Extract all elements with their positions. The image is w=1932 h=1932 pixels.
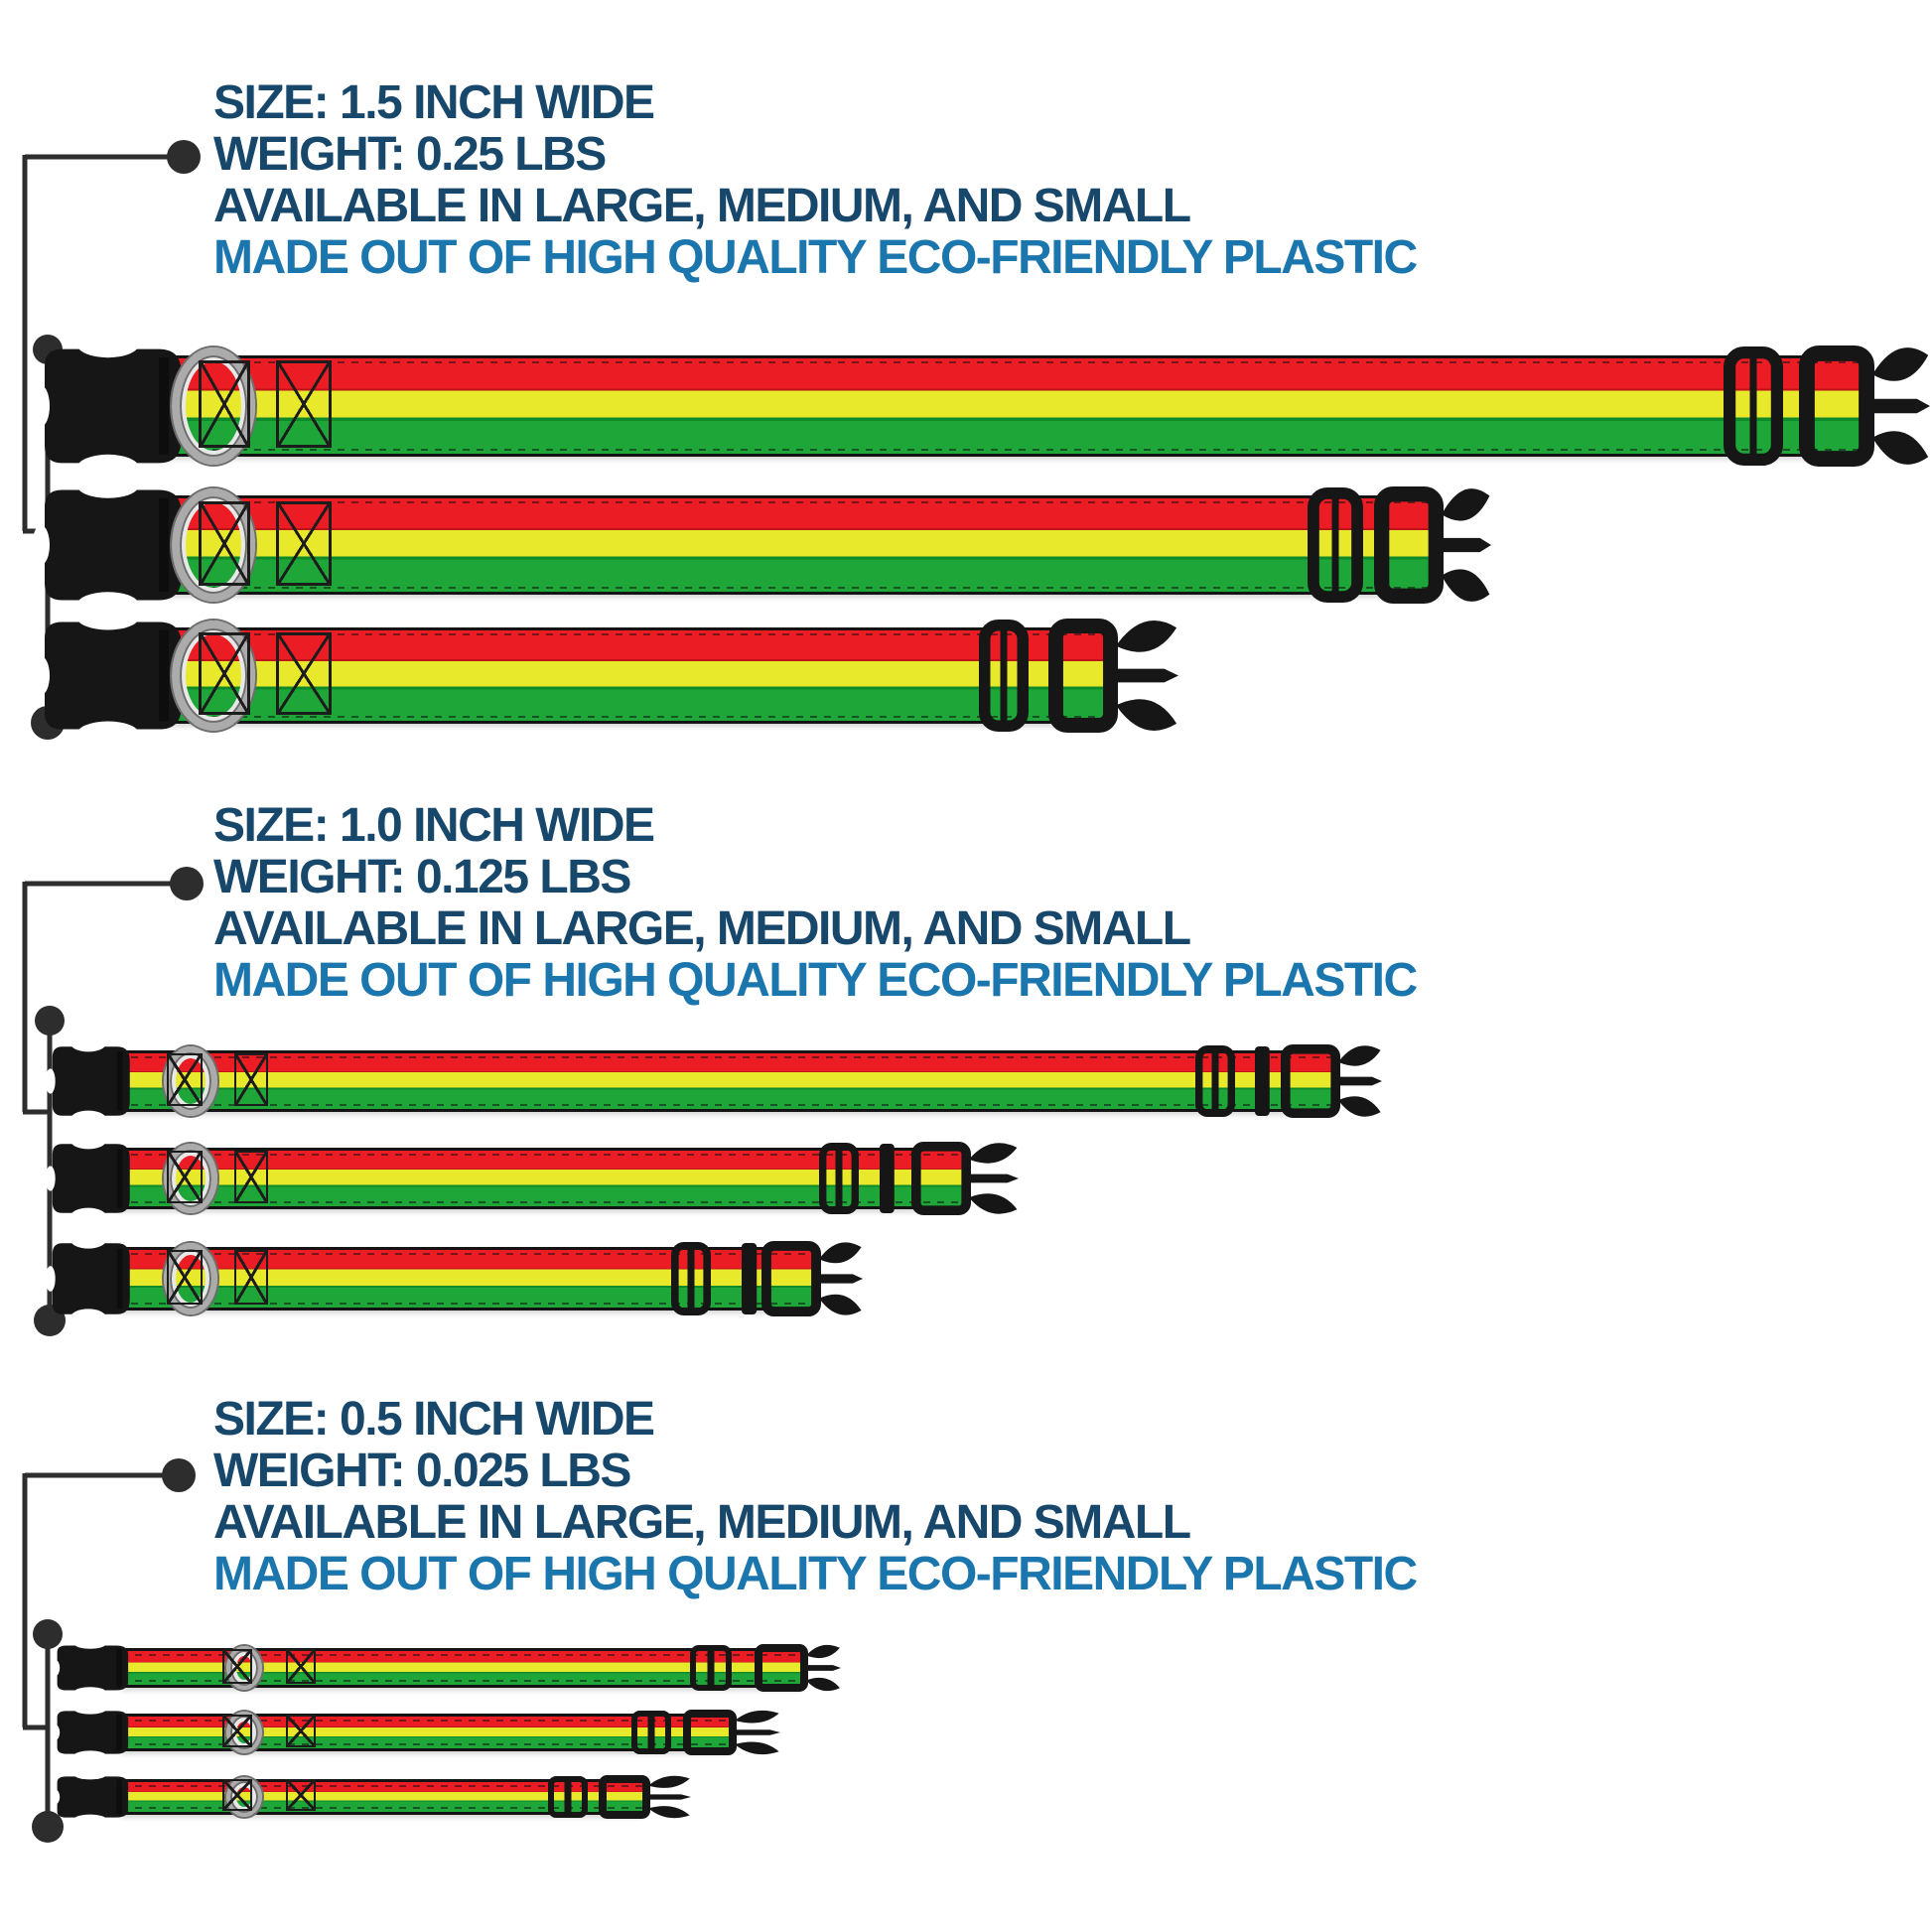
buckle-female <box>51 1769 129 1825</box>
availability-label: AVAILABLE IN LARGE, MEDIUM, AND SMALL <box>213 1496 1191 1549</box>
material-label: MADE OUT OF HIGH QUALITY ECO-FRIENDLY PL… <box>213 954 1418 1007</box>
collar-1-5-inch-large <box>32 331 1932 482</box>
collar-1-0-inch-medium <box>45 1133 1021 1224</box>
buckle-male <box>818 1141 1019 1215</box>
collar-0-5-inch-large <box>51 1638 843 1698</box>
stitch-box <box>199 360 250 448</box>
buckle-female <box>45 1133 130 1224</box>
stitch-box <box>222 1715 252 1747</box>
buckle-top-prong <box>969 1143 1018 1164</box>
stitch-box <box>234 1250 268 1305</box>
stitch-box <box>199 632 250 715</box>
material-label: MADE OUT OF HIGH QUALITY ECO-FRIENDLY PL… <box>213 1548 1418 1600</box>
collar-0-5-inch-small <box>51 1769 693 1825</box>
weight-label: WEIGHT: 0.25 LBS <box>213 128 607 181</box>
collar-1-5-inch-medium <box>32 472 1493 619</box>
stitch-box <box>286 1715 316 1747</box>
collar-1-0-inch-small <box>45 1231 865 1326</box>
buckle-center-prong <box>1870 398 1930 414</box>
buckle-bottom-prong <box>1116 699 1177 731</box>
buckle-bottom-prong <box>1872 431 1929 465</box>
buckle-male <box>1723 345 1930 467</box>
collar-1-0-inch-large <box>45 1035 1384 1127</box>
buckle-center-prong <box>804 1665 841 1671</box>
d-ring <box>172 621 255 731</box>
buckle-top-prong <box>819 1242 862 1264</box>
collar-webbing <box>121 1779 642 1815</box>
availability-label: AVAILABLE IN LARGE, MEDIUM, AND SMALL <box>213 180 1191 232</box>
stitch-box <box>222 1649 252 1684</box>
stitch-box <box>276 501 332 586</box>
buckle-male <box>631 1710 780 1755</box>
connector-dot <box>167 140 201 174</box>
buckle-male <box>1308 486 1491 605</box>
weight-label: WEIGHT: 0.125 LBS <box>213 851 631 903</box>
collar-webbing <box>129 495 1436 595</box>
d-ring <box>172 347 255 465</box>
buckle-female <box>51 1638 129 1698</box>
buckle-female <box>45 1035 130 1127</box>
stitch-box <box>167 1250 203 1305</box>
buckle-center-prong <box>967 1173 1019 1183</box>
buckle-top-prong <box>648 1775 690 1788</box>
buckle-bottom-prong <box>648 1806 690 1819</box>
buckle-bottom-prong <box>969 1193 1018 1214</box>
buckle-male <box>548 1775 691 1819</box>
connector-dot <box>170 867 204 900</box>
buckle-female <box>32 605 182 747</box>
buckle-top-prong <box>1116 621 1177 652</box>
stitch-box <box>276 632 332 715</box>
collar-webbing <box>117 1050 1332 1112</box>
buckle-top-prong <box>806 1644 840 1659</box>
buckle-top-prong <box>1338 1045 1381 1066</box>
stitch-box <box>286 1779 316 1811</box>
stitch-box <box>276 360 332 448</box>
material-label: MADE OUT OF HIGH QUALITY ECO-FRIENDLY PL… <box>213 231 1418 284</box>
size-label: SIZE: 1.0 INCH WIDE <box>213 799 655 852</box>
size-label: SIZE: 0.5 INCH WIDE <box>213 1393 655 1446</box>
stitch-box <box>234 1053 268 1106</box>
buckle-female <box>32 472 182 619</box>
connector-dot <box>35 1006 65 1035</box>
stitch-box <box>234 1151 268 1203</box>
section-2-text: SIZE: 1.0 INCH WIDE WEIGHT: 0.125 LBS AV… <box>213 799 1418 1007</box>
stitch-box <box>222 1779 252 1811</box>
buckle-center-prong <box>817 1274 863 1284</box>
buckle-top-prong <box>735 1710 779 1724</box>
buckle-center-prong <box>646 1794 691 1800</box>
buckle-bottom-prong <box>1338 1096 1381 1117</box>
stitch-box <box>286 1649 316 1684</box>
section-1-text: SIZE: 1.5 INCH WIDE WEIGHT: 0.25 LBS AVA… <box>213 76 1418 284</box>
collar-1-5-inch-small <box>32 605 1180 747</box>
buckle-female <box>32 331 182 482</box>
buckle-top-prong <box>1872 347 1929 381</box>
buckle-male <box>1194 1043 1382 1118</box>
buckle-female <box>51 1704 129 1761</box>
size-label: SIZE: 1.5 INCH WIDE <box>213 76 655 129</box>
buckle-male <box>979 618 1178 734</box>
buckle-bottom-prong <box>1442 569 1490 602</box>
collar-webbing <box>117 1247 813 1311</box>
buckle-bottom-prong <box>819 1294 862 1315</box>
buckle-male <box>671 1241 863 1317</box>
buckle-center-prong <box>733 1729 780 1735</box>
buckle-bottom-prong <box>806 1677 840 1692</box>
buckle-center-prong <box>1440 537 1491 553</box>
buckle-female <box>45 1231 130 1326</box>
availability-label: AVAILABLE IN LARGE, MEDIUM, AND SMALL <box>213 902 1191 955</box>
section-3-text: SIZE: 0.5 INCH WIDE WEIGHT: 0.025 LBS AV… <box>213 1393 1418 1600</box>
collar-0-5-inch-medium <box>51 1704 782 1761</box>
weight-label: WEIGHT: 0.025 LBS <box>213 1445 631 1497</box>
buckle-center-prong <box>1114 668 1178 683</box>
stitch-box <box>167 1053 203 1106</box>
stitch-box <box>167 1151 203 1203</box>
d-ring <box>172 488 255 602</box>
buckle-top-prong <box>1442 488 1490 521</box>
collar-webbing <box>129 355 1866 457</box>
buckle-center-prong <box>1336 1076 1382 1086</box>
stitch-box <box>199 501 250 586</box>
buckle-bottom-prong <box>735 1741 779 1755</box>
connector-dot <box>162 1458 196 1492</box>
buckle-male <box>690 1644 841 1692</box>
